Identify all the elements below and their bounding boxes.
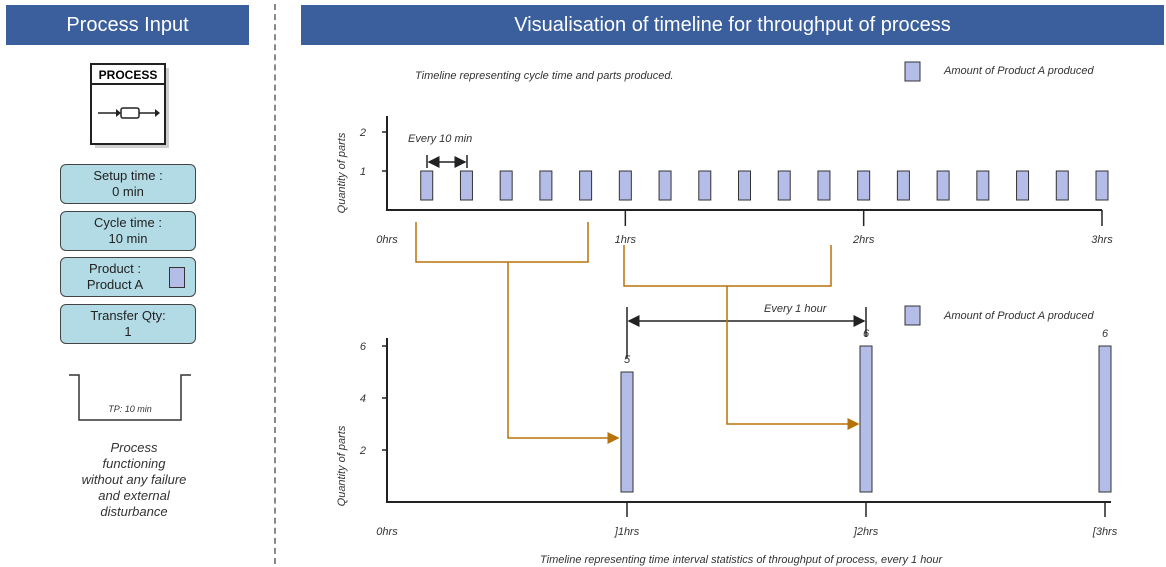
bottom-bar-data-label: 5 (624, 354, 631, 366)
bottom-bar-data-label: 6 (1102, 328, 1109, 340)
bottom-x-tick-label: 0hrs (376, 526, 398, 538)
product-swatch-icon (169, 267, 185, 288)
panel-divider (274, 4, 276, 564)
top-legend-label: Amount of Product A produced (943, 65, 1094, 77)
setup-time-box: Setup time : 0 min (60, 164, 196, 204)
process-box-label: PROCESS (99, 68, 158, 82)
top-bar (1016, 170, 1030, 201)
process-note: Process functioning without any failure … (64, 440, 204, 520)
product-label: Product : (88, 261, 142, 276)
top-bar (459, 170, 473, 201)
top-legend-swatch-icon (904, 61, 921, 82)
transfer-qty-label: Transfer Qty: (90, 308, 166, 323)
product-box: Product : Product A (60, 257, 196, 297)
bottom-interval-label: Every 1 hour (764, 303, 828, 315)
top-bar (857, 170, 871, 201)
bottom-y-axis-label: Quantity of parts (336, 425, 348, 506)
note-line: disturbance (100, 504, 168, 519)
bottom-bar (1098, 345, 1112, 493)
top-bar (817, 170, 831, 201)
second-hour-bracket (623, 245, 832, 287)
top-bar (658, 170, 672, 201)
bottom-y-tick-label: 4 (360, 393, 366, 405)
setup-time-value: 0 min (112, 184, 144, 199)
bottom-y-tick-label: 6 (360, 341, 367, 353)
top-bar (579, 170, 593, 201)
first-hour-connector-arrow (507, 262, 620, 444)
process-input-header: Process Input (6, 5, 249, 45)
bottom-bar (859, 345, 873, 493)
top-bar (1055, 170, 1069, 201)
top-bar (936, 170, 950, 201)
top-x-tick-label: 3hrs (1091, 234, 1113, 246)
top-x-tick-label: 0hrs (376, 234, 398, 246)
note-line: functioning (102, 456, 166, 471)
product-value: Product A (86, 277, 144, 292)
process-icon: PROCESS (90, 63, 169, 148)
top-y-tick-label: 2 (359, 127, 366, 139)
top-bar (777, 170, 791, 201)
top-y-tick-label: 1 (360, 166, 366, 178)
bottom-caption: Timeline representing time interval stat… (540, 554, 944, 566)
bottom-legend-swatch-icon (904, 305, 921, 326)
top-bar (896, 170, 910, 201)
top-caption: Timeline representing cycle time and par… (415, 70, 674, 82)
tp-label: TP: 10 min (108, 404, 152, 414)
top-bar (738, 170, 751, 201)
note-line: and external (98, 488, 170, 503)
cycle-time-label: Cycle time : (94, 215, 162, 230)
bottom-x-tick-label: ]1hrs (614, 526, 640, 538)
visualisation-header: Visualisation of timeline for throughput… (301, 5, 1164, 45)
top-bar (618, 170, 632, 201)
bottom-y-tick-label: 2 (359, 445, 366, 457)
top-bar (539, 170, 553, 201)
first-hour-bracket (415, 222, 589, 263)
transfer-qty-box: Transfer Qty: 1 (60, 304, 196, 344)
note-line: Process (110, 440, 158, 455)
bottom-x-tick-label: ]2hrs (853, 526, 879, 538)
top-x-tick-label: 2hrs (852, 234, 875, 246)
top-x-tick-label: 1hrs (615, 234, 637, 246)
cycle-time-value: 10 min (108, 231, 148, 246)
top-bar (976, 170, 990, 201)
top-bar (499, 170, 513, 201)
top-bar (698, 170, 712, 201)
bottom-legend-label: Amount of Product A produced (943, 310, 1094, 322)
cycle-time-box: Cycle time : 10 min (60, 211, 196, 251)
top-interval-label: Every 10 min (408, 133, 472, 145)
top-bar (420, 170, 434, 201)
bottom-bar (620, 371, 634, 493)
second-hour-connector-arrow (726, 286, 860, 430)
transfer-qty-value: 1 (124, 324, 132, 339)
note-line: without any failure (81, 472, 187, 487)
top-y-axis-label: Quantity of parts (336, 132, 348, 213)
setup-time-label: Setup time : (93, 168, 163, 183)
bottom-x-tick-label: [3hrs (1092, 526, 1118, 538)
buffer-icon: TP: 10 min (69, 374, 191, 421)
top-bar (1095, 170, 1109, 201)
